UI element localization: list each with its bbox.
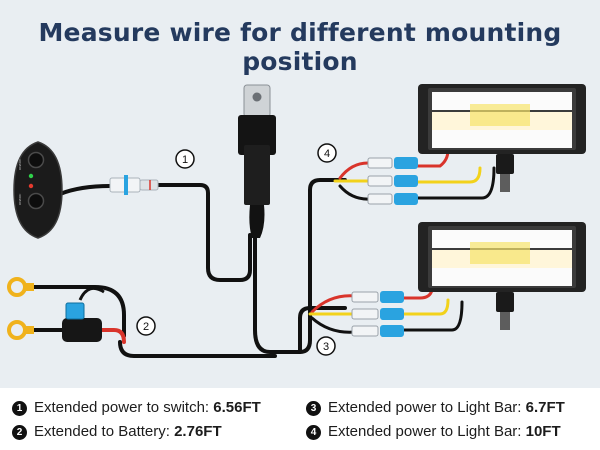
relay — [238, 84, 276, 238]
legend-number-2: 2 — [12, 425, 27, 440]
legend-number-3: 3 — [306, 401, 321, 416]
ring-terminal-top — [7, 277, 34, 297]
legend-item-1: 1 Extended power to switch: 6.56FT — [12, 399, 261, 416]
wiring-diagram: ON/OFF ON/OFF — [7, 84, 586, 358]
switch-label-top: ON/OFF — [18, 159, 22, 170]
callout-4: 4 — [317, 143, 337, 163]
callout-1-text: 1 — [182, 154, 188, 166]
callout-1: 1 — [175, 149, 195, 169]
led-light-bar-top — [418, 84, 586, 192]
callout-2-text: 2 — [143, 321, 149, 333]
switch-connector — [109, 175, 159, 195]
legend-number-1: 1 — [12, 401, 27, 416]
main-harness-wires — [58, 178, 347, 358]
spade-connectors-top — [367, 157, 418, 205]
callout-4-text: 4 — [324, 148, 330, 160]
switch-label-bottom: ON/OFF — [18, 194, 22, 205]
callout-2: 2 — [136, 316, 156, 336]
legend-text-3: Extended power to Light Bar: — [328, 399, 526, 416]
led-light-bar-bottom — [418, 222, 586, 330]
legend-number-4: 4 — [306, 425, 321, 440]
callout-3-text: 3 — [323, 341, 329, 353]
legend-value-3: 6.7FT — [525, 399, 565, 416]
page-title: Measure wire for different mounting posi… — [38, 18, 562, 76]
legend-item-3: 3 Extended power to Light Bar: 6.7FT — [306, 399, 565, 416]
legend-text-4: Extended power to Light Bar: — [328, 423, 526, 440]
switch-panel: ON/OFF ON/OFF — [13, 141, 63, 239]
ring-terminal-bottom — [7, 320, 34, 340]
legend-item-2: 2 Extended to Battery: 2.76FT — [12, 423, 222, 440]
legend-text-1: Extended power to switch: — [34, 399, 214, 416]
spade-connectors-bottom — [351, 291, 404, 337]
inline-fuse-holder — [62, 286, 105, 342]
legend-text-2: Extended to Battery: — [34, 423, 175, 440]
legend: 1 Extended power to switch: 6.56FT 2 Exten… — [0, 388, 600, 450]
callout-3: 3 — [316, 336, 336, 356]
legend-value-1: 6.56FT — [213, 399, 261, 416]
legend-value-4: 10FT — [525, 423, 561, 440]
legend-value-2: 2.76FT — [174, 423, 222, 440]
legend-item-4: 4 Extended power to Light Bar: 10FT — [306, 423, 561, 440]
